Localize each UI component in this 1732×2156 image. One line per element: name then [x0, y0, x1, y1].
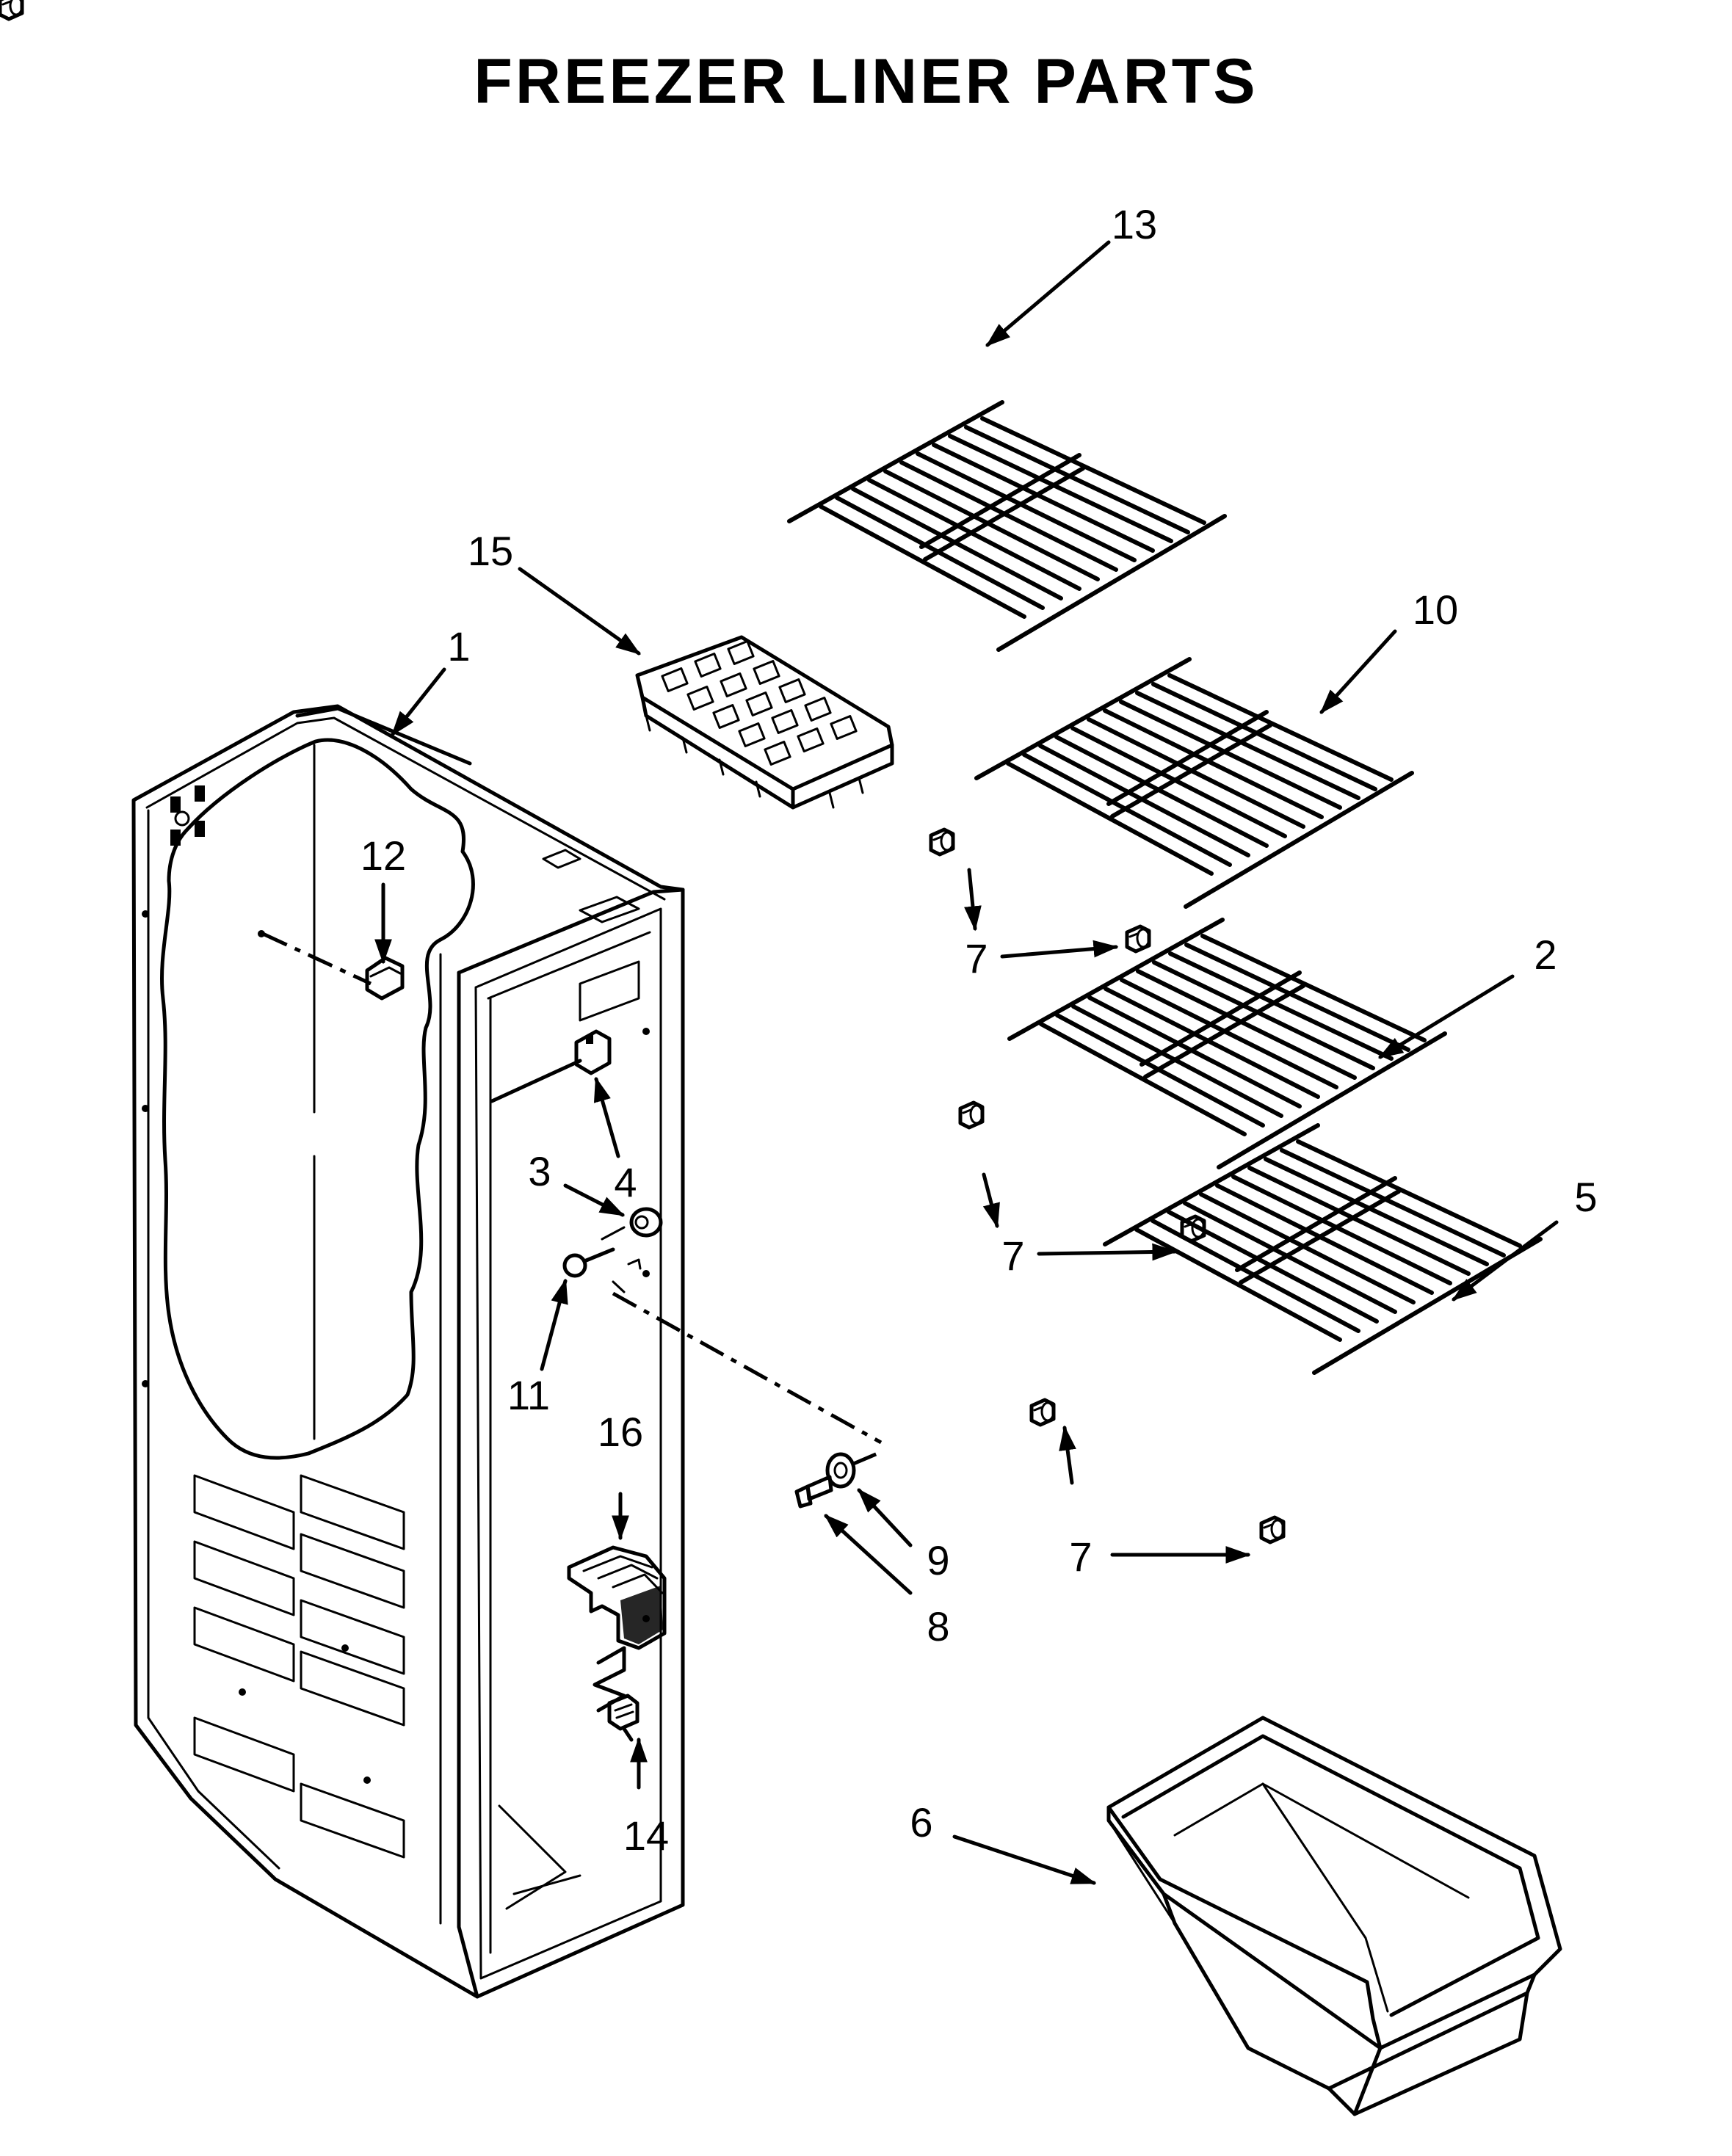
label-9: 9: [927, 1537, 949, 1583]
label-11: 11: [507, 1372, 550, 1418]
part-16-cover: [567, 1545, 667, 1713]
diagram-title: FREEZER LINER PARTS: [474, 46, 1258, 117]
label-7a: 7: [965, 935, 988, 981]
ice-tray-cups: [661, 640, 858, 766]
callout-arrows: [374, 240, 1559, 1885]
label-6: 6: [910, 1799, 932, 1845]
freezer-liner: [131, 704, 685, 1999]
label-2: 2: [1534, 932, 1557, 978]
part-14-screw: [607, 1694, 639, 1742]
back-panels: [193, 1474, 405, 1859]
label-14: 14: [623, 1812, 669, 1859]
shelf-supports: [0, 0, 1283, 1542]
label-4: 4: [614, 1159, 637, 1205]
label-15: 15: [468, 528, 513, 574]
part-15-ice-tray: [635, 635, 894, 810]
callout-labels: 13 15 1 10 12 7 2 4 3 7 5 11 16 9 7 8 14…: [360, 201, 1598, 1859]
label-8: 8: [927, 1603, 949, 1649]
label-5: 5: [1574, 1174, 1597, 1220]
label-7c: 7: [1069, 1533, 1092, 1580]
label-7b: 7: [1001, 1233, 1024, 1279]
label-3: 3: [528, 1148, 551, 1194]
wire-shelf-5: [1105, 1125, 1540, 1373]
wire-shelf-13: [787, 400, 1227, 652]
label-12: 12: [360, 832, 406, 879]
parts-3-11-8-9: [562, 1207, 883, 1509]
label-10: 10: [1413, 587, 1458, 633]
wire-shelf-2: [1010, 920, 1445, 1167]
label-16: 16: [598, 1409, 643, 1455]
wire-shelf-10: [976, 659, 1412, 907]
label-13: 13: [1112, 201, 1157, 247]
part-12-clip: [258, 930, 405, 1001]
part-4-switch: [490, 1029, 612, 1103]
label-1: 1: [447, 623, 470, 669]
part-6-bin: [1106, 1716, 1562, 2116]
